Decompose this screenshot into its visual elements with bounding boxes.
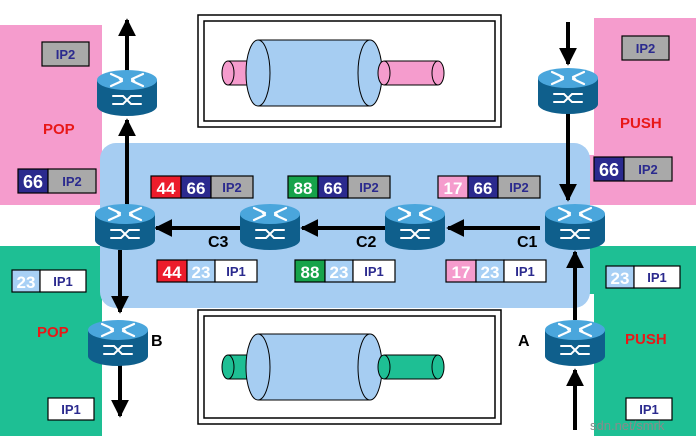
svg-text:44: 44 [157, 179, 176, 198]
packet-stack-c1-upper: 17 66 IP2 [437, 175, 541, 199]
packet-stack-c2-lower: 88 23 IP1 [294, 259, 396, 283]
node-label-c2: C2 [356, 234, 377, 251]
svg-text:88: 88 [301, 263, 320, 282]
node-label-c1: C1 [517, 234, 538, 251]
svg-text:IP2: IP2 [359, 180, 379, 195]
region-label-push-top: PUSH [620, 115, 662, 132]
router-icon [86, 318, 150, 368]
svg-text:23: 23 [17, 273, 36, 292]
router-icon [536, 66, 600, 116]
svg-text:IP1: IP1 [226, 264, 246, 279]
svg-text:66: 66 [23, 172, 43, 192]
svg-text:IP2: IP2 [62, 174, 82, 189]
svg-text:23: 23 [330, 263, 349, 282]
node-label-b: B [151, 333, 163, 350]
flow-arrows [111, 18, 584, 430]
tunnel-illustration-bottom [197, 309, 502, 425]
router-icon [95, 68, 159, 118]
svg-text:23: 23 [481, 263, 500, 282]
svg-text:IP2: IP2 [638, 162, 658, 177]
region-label-push-bottom: PUSH [625, 331, 667, 348]
svg-text:IP2: IP2 [222, 180, 242, 195]
packet-ip-top-right: IP2 [621, 35, 670, 61]
packet-stack-top-left: 66 IP2 [17, 168, 97, 194]
svg-text:23: 23 [611, 269, 630, 288]
packet-ip-bottom-right: IP1 [625, 397, 673, 421]
router-icon [543, 318, 607, 368]
svg-text:66: 66 [599, 160, 619, 180]
router-icon [383, 202, 447, 252]
router-icon [543, 202, 607, 252]
svg-text:44: 44 [163, 263, 182, 282]
lsp-tunnel [100, 143, 590, 308]
svg-text:IP1: IP1 [364, 264, 384, 279]
svg-text:IP1: IP1 [61, 402, 81, 417]
region-label-pop-bottom: POP [37, 324, 69, 341]
svg-text:88: 88 [294, 179, 313, 198]
packet-ip-bottom-left: IP1 [47, 397, 95, 421]
router-icon [93, 202, 157, 252]
svg-text:IP1: IP1 [647, 270, 667, 285]
svg-text:66: 66 [474, 179, 493, 198]
watermark-text: sdn.net/smrk [590, 418, 665, 433]
svg-text:23: 23 [192, 263, 211, 282]
node-label-c3: C3 [208, 234, 229, 251]
packet-stack-c1-lower: 17 23 IP1 [445, 259, 547, 283]
svg-text:66: 66 [324, 179, 343, 198]
router-icon [238, 202, 302, 252]
svg-text:IP2: IP2 [509, 180, 529, 195]
packet-stack-bottom-right: 23 IP1 [605, 265, 681, 289]
packet-stack-c3-upper: 44 66 IP2 [150, 175, 254, 199]
svg-text:17: 17 [444, 179, 463, 198]
svg-text:IP1: IP1 [53, 274, 73, 289]
svg-text:IP2: IP2 [636, 41, 656, 56]
node-label-a: A [518, 333, 530, 350]
tunnel-illustration-top [197, 14, 502, 128]
svg-text:IP2: IP2 [56, 47, 76, 62]
svg-text:IP1: IP1 [639, 402, 659, 417]
region-label-pop-top: POP [43, 121, 75, 138]
packet-stack-c3-lower: 44 23 IP1 [156, 259, 258, 283]
svg-text:17: 17 [452, 263, 471, 282]
packet-stack-c2-upper: 88 66 IP2 [287, 175, 391, 199]
svg-text:IP1: IP1 [515, 264, 535, 279]
packet-stack-bottom-left: 23 IP1 [11, 269, 87, 293]
svg-text:66: 66 [187, 179, 206, 198]
packet-ip-top-left: IP2 [41, 41, 90, 67]
packet-stack-top-right: 66 IP2 [593, 156, 673, 182]
